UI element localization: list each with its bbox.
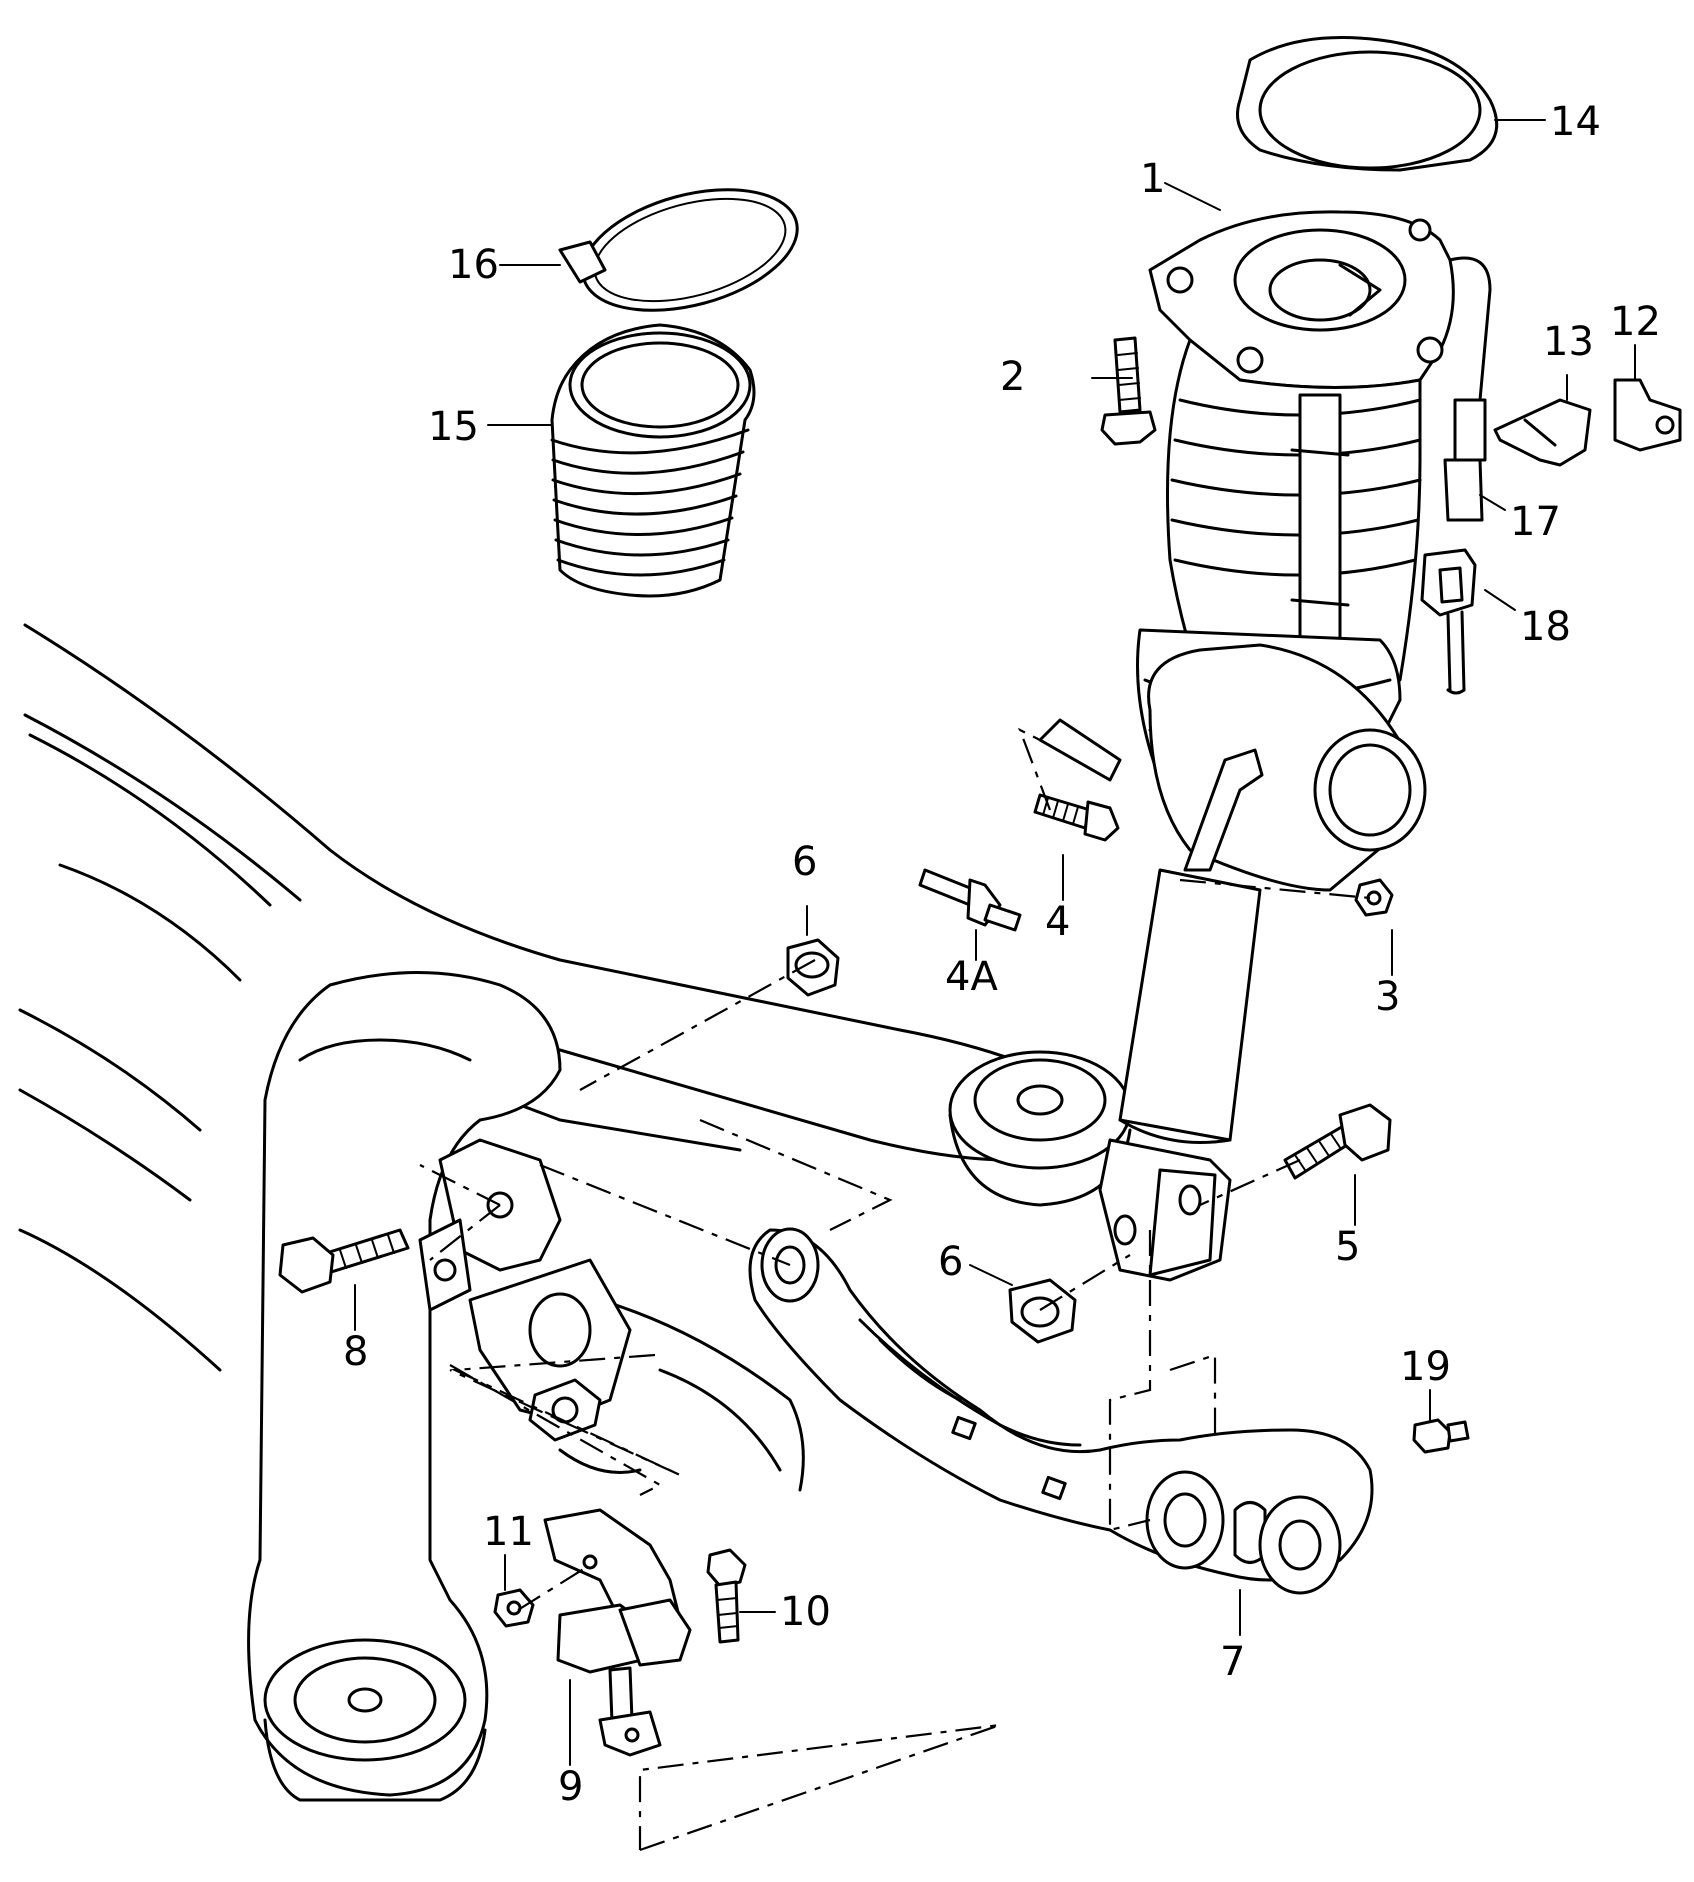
callout-14: 14 (1550, 99, 1601, 145)
level-sensor (543, 1508, 692, 1757)
callout-13: 13 (1543, 319, 1594, 365)
clamp-and-boot (550, 188, 799, 598)
callout-6-lower: 6 (938, 1239, 963, 1285)
callouts: 1 2 3 4 4A 5 6 6 7 8 9 10 11 12 13 14 15… (343, 99, 1661, 1810)
control-arm (748, 1227, 1374, 1595)
callout-12: 12 (1610, 299, 1661, 345)
callout-2: 2 (1000, 354, 1025, 400)
air-spring-strut (1038, 210, 1492, 1282)
callout-6-upper: 6 (792, 839, 817, 885)
callout-4a: 4A (945, 954, 998, 1000)
leader-lines (354, 119, 1636, 1766)
callout-18: 18 (1520, 604, 1571, 650)
callout-4: 4 (1045, 899, 1070, 945)
callout-17: 17 (1510, 499, 1561, 545)
callout-15: 15 (428, 404, 479, 450)
callout-9: 9 (558, 1764, 583, 1810)
callout-3: 3 (1375, 974, 1400, 1020)
subframe (18, 623, 1132, 1802)
callout-7: 7 (1220, 1639, 1245, 1685)
callout-10: 10 (780, 1589, 831, 1635)
callout-19: 19 (1400, 1344, 1451, 1390)
mounting-ring (1236, 36, 1499, 172)
assembly-lines (419, 727, 1371, 1852)
connectors (1420, 378, 1682, 695)
callout-5: 5 (1335, 1224, 1360, 1270)
callout-8: 8 (343, 1329, 368, 1375)
callout-1: 1 (1140, 156, 1165, 202)
callout-11: 11 (483, 1509, 534, 1555)
fasteners (278, 336, 1470, 1644)
callout-16: 16 (448, 242, 499, 288)
